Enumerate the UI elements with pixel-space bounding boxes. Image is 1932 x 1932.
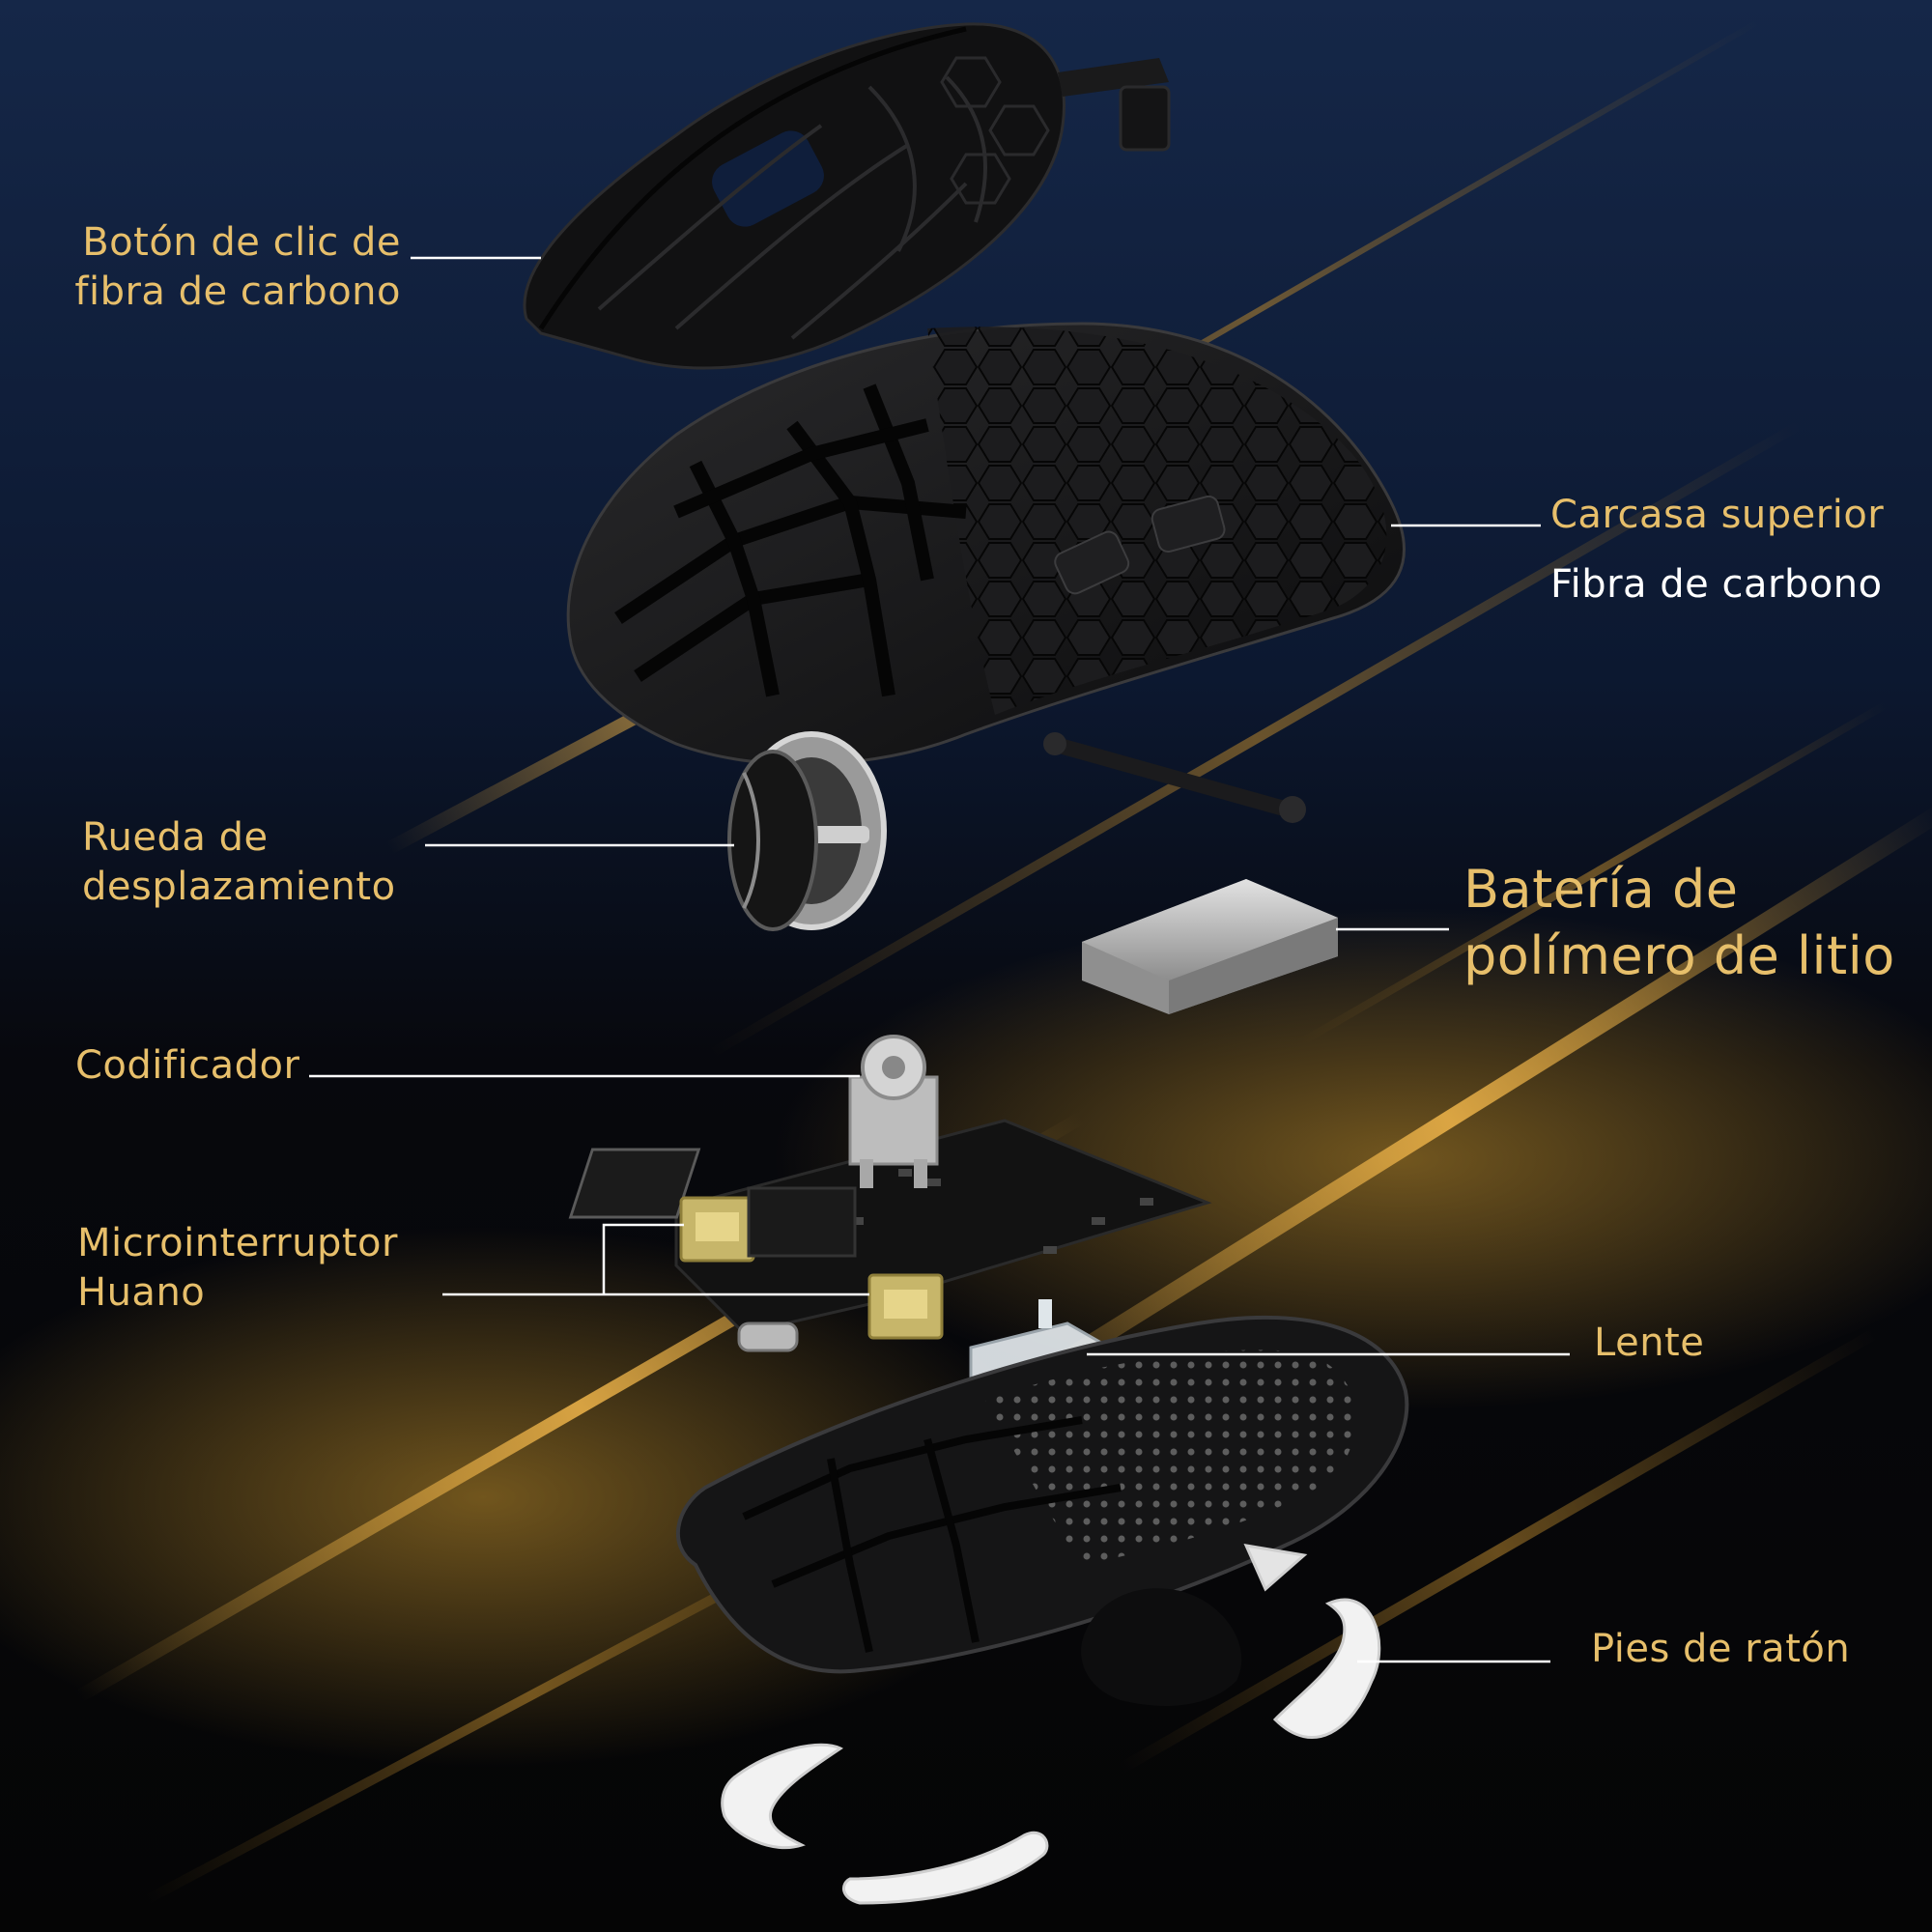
label-lens: Lente	[1594, 1321, 1705, 1365]
label-mouse-feet: Pies de ratón	[1591, 1627, 1851, 1671]
inner-frame	[614, 384, 967, 697]
lithium-battery	[1082, 879, 1338, 1014]
carbon-click-button	[523, 22, 1171, 370]
encoder	[848, 1035, 939, 1188]
leader-line-microswitch	[442, 1223, 869, 1296]
label-scroll-wheel-line2: desplazamiento	[82, 865, 396, 909]
huano-microswitches	[679, 1186, 944, 1340]
gold-light-streaks	[0, 19, 1932, 1904]
label-scroll-wheel: Rueda de desplazamiento	[82, 813, 396, 912]
label-microswitch: Microinterruptor Huano	[77, 1219, 398, 1318]
label-battery-line1: Batería de	[1463, 859, 1739, 920]
label-battery-line2: polímero de litio	[1463, 925, 1895, 986]
label-microswitch-line2: Huano	[77, 1270, 206, 1315]
cable-clip	[1058, 58, 1171, 152]
label-top-shell-material: Fibra de carbono	[1550, 562, 1883, 607]
label-click-button-line2: fibra de carbono	[74, 270, 401, 314]
mouse-feet	[721, 1544, 1381, 1905]
top-shell	[566, 322, 1406, 766]
label-scroll-wheel-line1: Rueda de	[82, 815, 269, 860]
label-microswitch-line1: Microinterruptor	[77, 1221, 398, 1265]
label-encoder: Codificador	[75, 1043, 300, 1088]
scroll-wheel	[727, 731, 887, 931]
bottom-shell	[676, 1315, 1409, 1706]
leader-lines	[309, 256, 1570, 1663]
side-button-rod	[1043, 732, 1306, 823]
label-click-button: Botón de clic de fibra de carbono	[74, 218, 401, 317]
label-click-button-line1: Botón de clic de	[82, 220, 401, 265]
label-top-shell: Carcasa superior	[1550, 493, 1885, 537]
label-battery: Batería de polímero de litio	[1463, 856, 1895, 989]
